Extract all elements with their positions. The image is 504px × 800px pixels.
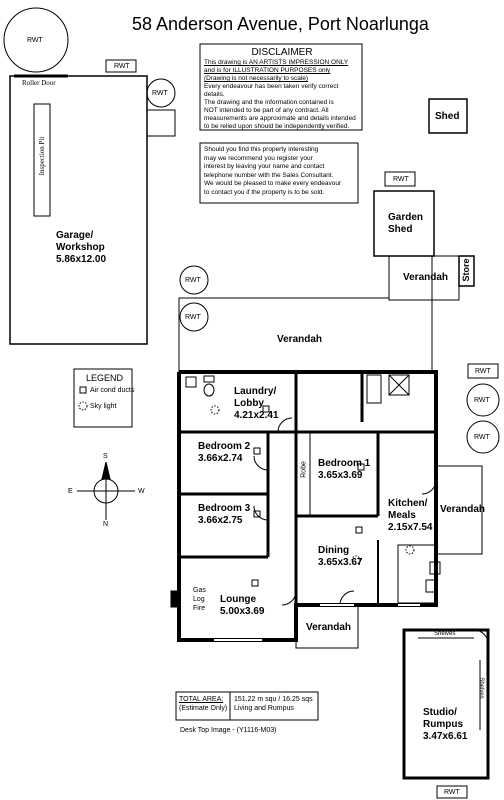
garage-label: Garage/ Workshop 5.86x12.00 xyxy=(56,230,107,265)
page-title: 58 Anderson Avenue, Port Noarlunga xyxy=(132,14,429,34)
garage-step xyxy=(146,109,176,137)
rwt-label: RWT xyxy=(185,277,201,284)
compass-s: S xyxy=(103,453,108,460)
notice: Should you find this property interestin… xyxy=(204,146,342,196)
front-verandah-label: Verandah xyxy=(306,622,352,633)
rwt-box-garage xyxy=(105,59,137,73)
rwt-box-garden xyxy=(384,171,416,187)
toilet xyxy=(203,375,215,383)
skylight-legend xyxy=(78,401,88,411)
footer-note: Desk Top Image - (Y1116-M03) xyxy=(180,727,277,734)
inspection-pit-label: Inspection Pit xyxy=(38,136,46,176)
total-area-label: TOTAL AREA: (Estimate Only) xyxy=(179,696,228,712)
notice-box xyxy=(199,142,359,204)
rwt-tank-3 xyxy=(466,383,500,417)
air-cond-duct xyxy=(262,405,270,413)
kitchen-label: Kitchen/ Meals 2.15x7.54 xyxy=(388,498,433,533)
compass-n: N xyxy=(103,521,109,528)
door-bed2 xyxy=(253,455,269,471)
legend-box xyxy=(73,368,133,428)
legend-title: LEGEND xyxy=(86,373,124,383)
bedroom2-label: Bedroom 2 3.66x2.74 xyxy=(198,441,251,464)
rwt-tank-topleft xyxy=(3,7,69,73)
disclaimer-box xyxy=(199,43,363,131)
studio-label: Studio/ Rumpus 3.47x6.61 xyxy=(423,707,468,742)
air-cond-duct xyxy=(357,463,365,471)
rwt-box-right xyxy=(467,363,499,379)
compass-w: W xyxy=(138,488,145,495)
rwt-label: RWT xyxy=(474,397,490,404)
air-cond-duct xyxy=(251,579,259,587)
side-verandah xyxy=(435,465,483,555)
stove xyxy=(429,561,441,575)
shower xyxy=(388,374,410,396)
compass-e: E xyxy=(68,488,73,495)
skylight xyxy=(405,545,415,555)
garden-shed-label: Garden Shed xyxy=(388,212,424,235)
rear-verandah-label: Verandah xyxy=(403,272,449,283)
area-box xyxy=(175,691,319,721)
house-outer xyxy=(177,370,438,642)
rwt-tank-4 xyxy=(466,420,500,454)
rwt-label: RWT xyxy=(393,176,409,183)
door-laundry xyxy=(277,417,293,433)
garage-outline xyxy=(9,75,148,345)
legend-air-cond: Air cond ducts xyxy=(90,387,135,394)
rwt-label: RWT xyxy=(27,37,43,44)
air-cond-duct xyxy=(355,526,363,534)
skylight xyxy=(351,555,361,565)
main-verandah-label: Verandah xyxy=(277,334,323,345)
inspection-pit xyxy=(33,103,51,217)
shelves-side-label: Shelves xyxy=(478,677,484,699)
bedroom3-label: Bedroom 3 3.66x2.75 xyxy=(198,503,251,526)
robe-label: Robe xyxy=(300,461,308,478)
shelves-top-label: Shelves xyxy=(434,631,456,637)
bath-tub xyxy=(366,374,382,404)
studio-outline xyxy=(402,628,490,780)
rwt-tank-1 xyxy=(179,265,209,295)
laundry-label: Laundry/ Lobby 4.21x2.41 xyxy=(234,386,279,421)
door-studio xyxy=(473,629,489,645)
rwt-box-studio xyxy=(436,785,468,799)
rwt-label: RWT xyxy=(114,63,130,70)
fridge xyxy=(425,579,437,593)
door-bed3 xyxy=(253,505,269,521)
rwt-label: RWT xyxy=(444,789,460,796)
gas-log-fire-label: Gas Log Fire xyxy=(193,587,206,612)
rwt-label: RWT xyxy=(152,90,168,97)
store xyxy=(458,255,475,287)
rwt-tank-garage xyxy=(146,78,176,108)
door-lounge-verandah xyxy=(281,590,297,606)
door-dining xyxy=(339,590,355,606)
laundry-trough xyxy=(185,376,197,388)
rwt-label: RWT xyxy=(185,314,201,321)
legend-skylight: Sky light xyxy=(90,403,117,410)
roller-door-label: Roller Door xyxy=(22,79,56,87)
main-verandah xyxy=(178,255,433,372)
shed-label: Shed xyxy=(435,111,460,122)
disclaimer: DISCLAIMER This drawing is AN ARTISTS IM… xyxy=(204,47,356,130)
gas-log-fire xyxy=(170,590,180,608)
rwt-tank-2 xyxy=(179,302,209,332)
air-cond-duct xyxy=(253,447,261,455)
air-cond-duct xyxy=(253,510,261,518)
door-kitchen xyxy=(421,479,437,495)
air-cond-duct-legend xyxy=(79,386,87,394)
shed xyxy=(428,98,468,134)
side-verandah-label: Verandah xyxy=(440,504,486,515)
rwt-label: RWT xyxy=(474,434,490,441)
dining-label: Dining 3.65x3.67 xyxy=(318,545,363,568)
bedroom1-label: Bedroom 1 3.65x3.69 xyxy=(318,458,371,481)
store-label: Store xyxy=(461,258,471,282)
skylight xyxy=(210,405,220,415)
rwt-label: RWT xyxy=(475,368,491,375)
lounge-label: Lounge 5.00x3.69 xyxy=(220,594,265,617)
total-area-value: 151.22 m squ / 16.25 sqs Living and Rump… xyxy=(234,696,313,712)
